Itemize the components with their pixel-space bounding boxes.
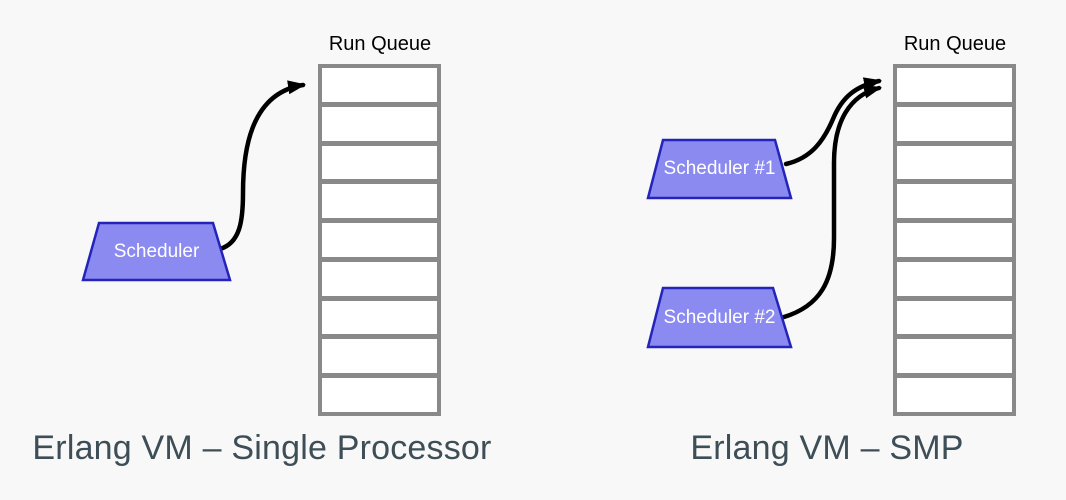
- scheduler2-label: Scheduler #2: [663, 306, 776, 328]
- queue-slot: [897, 339, 1012, 374]
- arrow-scheduler1-to-queue: [783, 77, 882, 167]
- scheduler2-shape: [646, 286, 793, 349]
- queue-slot: [322, 145, 437, 180]
- queue-slot: [322, 184, 437, 219]
- scheduler-label: Scheduler: [113, 240, 200, 262]
- caption-smp: Erlang VM – SMP: [690, 429, 964, 467]
- run-queue-label-single: Run Queue: [328, 33, 432, 55]
- queue-slot: [897, 184, 1012, 219]
- run-queue-single: [318, 64, 441, 416]
- caption-single-processor: Erlang VM – Single Processor: [32, 429, 492, 467]
- scheduler1-label: Scheduler #1: [663, 158, 776, 179]
- queue-slot: [322, 106, 437, 141]
- queue-slot: [897, 68, 1012, 102]
- queue-slot: [322, 339, 437, 374]
- queue-slot: [897, 300, 1012, 335]
- scheduler-shape: [81, 221, 232, 282]
- queue-slot: [897, 106, 1012, 141]
- queue-slot: [897, 378, 1012, 413]
- arrow-scheduler-to-queue: [217, 80, 306, 252]
- queue-slot: [897, 223, 1012, 257]
- queue-slot: [897, 145, 1012, 180]
- run-queue-smp: [893, 64, 1016, 416]
- queue-slot: [322, 261, 437, 296]
- queue-slot: [897, 261, 1012, 296]
- scheduler1-shape: [646, 138, 793, 200]
- arrow-scheduler2-to-queue: [781, 84, 882, 320]
- queue-slot: [322, 378, 437, 413]
- run-queue-label-smp: Run Queue: [903, 33, 1007, 55]
- queue-slot: [322, 300, 437, 335]
- queue-slot: [322, 223, 437, 257]
- queue-slot: [322, 68, 437, 102]
